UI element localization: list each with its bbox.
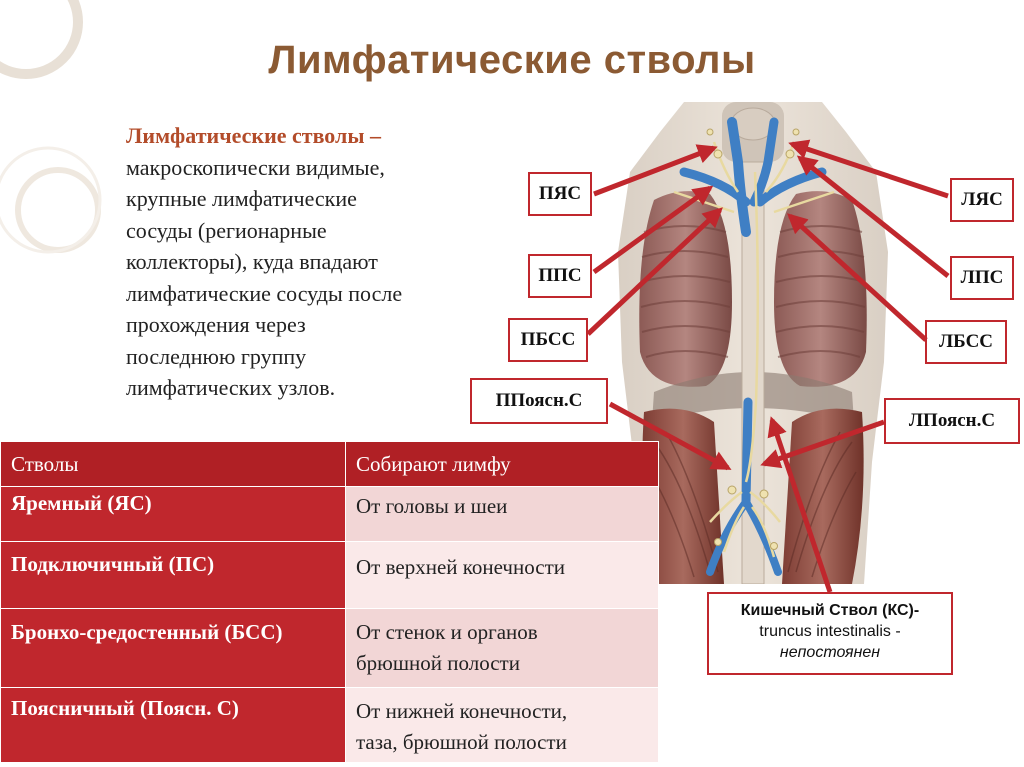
label-right-subclavian-trunk: ППС <box>528 254 592 298</box>
intro-line: последнюю группу <box>126 343 307 369</box>
label-right-lumbar-trunk: ППоясн.С <box>470 378 608 424</box>
label-left-subclavian-trunk: ЛПС <box>950 256 1014 300</box>
trunk-name: Яремный (ЯС) <box>0 486 346 542</box>
table-row: Бронхо-средостенный (БСС) От стенок и ор… <box>0 608 659 688</box>
label-left-lumbar-trunk: ЛПоясн.С <box>884 398 1020 444</box>
intro-line: лимфатические сосуды после <box>126 280 403 306</box>
trunk-lymph-source: От стенок и органов брюшной полости <box>345 608 659 688</box>
lymph-line: таза, брюшной полости <box>356 730 567 754</box>
column-header-lymph: Собирают лимфу <box>345 441 659 487</box>
intro-term: Лимфатические стволы – <box>126 123 382 148</box>
trunk-lymph-source: От головы и шеи <box>345 486 659 542</box>
right-lung <box>639 191 732 387</box>
intro-line: коллекторы), куда впадают <box>126 249 378 274</box>
table-row: Подключичный (ПС) От верхней конечности <box>0 541 659 609</box>
left-lung <box>774 191 867 387</box>
label-right-bronchomediastinal-trunk: ПБСС <box>508 318 588 362</box>
table-row: Яремный (ЯС) От головы и шеи <box>0 486 659 542</box>
intro-line: сосуды (регионарные <box>126 217 327 243</box>
lymph-line: От нижней конечности, <box>356 699 568 723</box>
lymph-line: От стенок и органов <box>356 620 538 644</box>
trunk-name: Поясничный (Поясн. С) <box>0 687 346 763</box>
decorative-rings <box>0 0 102 254</box>
trunk-lymph-source: От верхней конечности <box>345 541 659 609</box>
intestinal-trunk-note: Кишечный Ствол (КС)- truncus intestinali… <box>707 592 953 675</box>
label-left-bronchomediastinal-trunk: ЛБСС <box>925 320 1007 364</box>
page-title: Лимфатические стволы <box>268 38 756 82</box>
column-header-trunks: Стволы <box>0 441 346 487</box>
intro-text: Лимфатические стволы – макроскопически в… <box>126 120 486 404</box>
intro-line: макроскопически видимые, <box>126 154 385 180</box>
intestinal-trunk-inconstant: непостоянен <box>779 644 881 661</box>
lymph-line: брюшной полости <box>356 651 520 675</box>
intro-line: лимфатических узлов. <box>126 375 336 400</box>
label-right-jugular-trunk: ПЯС <box>528 172 592 216</box>
intestinal-trunk-title: Кишечный Ствол (КС)- <box>740 602 920 619</box>
table-header-row: Стволы Собирают лимфу <box>0 441 659 487</box>
trunk-name: Подключичный (ПС) <box>0 541 346 609</box>
trunk-lymph-source: От нижней конечности, таза, брюшной поло… <box>345 687 659 763</box>
table-row: Поясничный (Поясн. С) От нижней конечнос… <box>0 687 659 763</box>
trunk-name: Бронхо-средостенный (БСС) <box>0 608 346 688</box>
lymph-line: От головы и шеи <box>356 494 508 518</box>
intro-line: крупные лимфатические <box>126 186 357 211</box>
intro-line: прохождения через <box>126 312 306 337</box>
intestinal-trunk-latin: truncus intestinalis - <box>759 623 901 640</box>
label-left-jugular-trunk: ЛЯС <box>950 178 1014 222</box>
trunks-table: Стволы Собирают лимфу Яремный (ЯС) От го… <box>0 441 659 763</box>
lymph-line: От верхней конечности <box>356 555 565 579</box>
